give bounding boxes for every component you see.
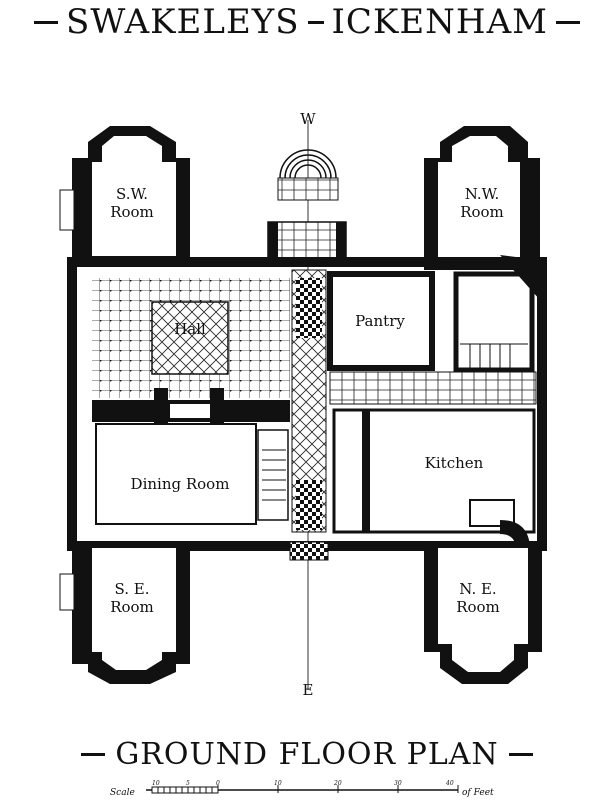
label-sw-1: S.W. <box>116 185 148 203</box>
central-corridor <box>289 269 329 561</box>
scale-tick-10a: 10 <box>152 780 160 787</box>
scale-tick-30: 30 <box>394 780 402 787</box>
label-nw-1: N.W. <box>465 185 500 203</box>
scale-major-ticks <box>217 785 459 793</box>
dining-room <box>95 423 289 525</box>
title-dash-middle <box>307 20 324 24</box>
hall-dining-wall <box>92 388 290 434</box>
subtitle-dash-right <box>508 752 533 756</box>
scale-minor-ticks <box>157 787 213 793</box>
label-se-2: Room <box>110 598 154 616</box>
kitchen <box>332 408 536 550</box>
subtitle-dash-left <box>81 752 106 756</box>
label-pantry: Pantry <box>355 312 405 330</box>
compass-east: E <box>303 681 314 699</box>
floor-plan: W E <box>59 110 547 699</box>
scale-bar: Scale 10 5 0 10 20 30 40 of Feet <box>110 780 494 798</box>
scale-unit-label: of Feet <box>462 788 494 798</box>
label-sw-2: Room <box>110 203 154 221</box>
nw-room <box>424 126 540 270</box>
ground-floor-plan-title: GROUND FLOOR PLAN <box>0 734 614 774</box>
plan-title: SWAKELEYS ICKENHAM <box>0 2 614 42</box>
pantry <box>327 271 435 371</box>
label-ne-2: Room <box>456 598 500 616</box>
se-room <box>59 544 190 684</box>
entrance-steps <box>277 149 339 201</box>
scale-minor-block <box>151 786 219 794</box>
service-passage <box>329 371 537 405</box>
ne-room <box>424 544 542 684</box>
compass-west: W <box>300 110 316 128</box>
scale-tick-40: 40 <box>445 780 454 787</box>
scale-tick-0: 0 <box>216 780 220 787</box>
scale-tick-20: 20 <box>333 780 342 787</box>
label-se-1: S. E. <box>115 580 150 598</box>
scale-label: Scale <box>110 788 135 798</box>
sw-room <box>59 126 190 264</box>
label-nw-2: Room <box>460 203 504 221</box>
title-ickenham: ICKENHAM <box>331 2 548 42</box>
label-kitchen: Kitchen <box>425 454 484 472</box>
scale-tick-10b: 10 <box>274 780 282 787</box>
scale-tick-5: 5 <box>186 780 190 787</box>
title-swakeleys: SWAKELEYS <box>66 2 300 42</box>
subtitle-text: GROUND FLOOR PLAN <box>115 736 499 772</box>
label-dining: Dining Room <box>131 475 230 493</box>
title-dash-left <box>34 20 59 24</box>
back-stairs <box>453 255 540 373</box>
hall <box>92 278 290 398</box>
label-hall: Hall <box>174 320 206 338</box>
title-dash-right <box>555 20 580 24</box>
label-ne-1: N. E. <box>459 580 496 598</box>
